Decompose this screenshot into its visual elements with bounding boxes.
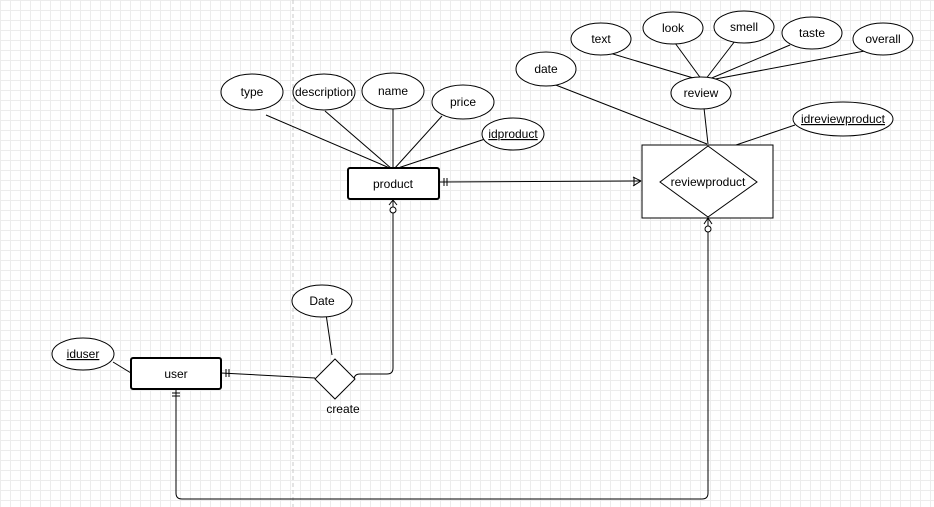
cardinality-markers	[172, 176, 713, 397]
attribute-idproduct[interactable]: idproduct	[481, 117, 545, 151]
svg-text:look: look	[662, 21, 685, 35]
date-attribute-link	[325, 313, 333, 356]
svg-text:smell: smell	[730, 20, 758, 34]
svg-text:date: date	[534, 62, 558, 76]
svg-text:user: user	[164, 367, 187, 381]
svg-text:price: price	[450, 95, 476, 109]
attribute-name[interactable]: name	[361, 72, 425, 110]
relationship-create-label: create	[326, 402, 360, 416]
user-reviewproduct-edge[interactable]	[175, 218, 709, 500]
svg-text:overall: overall	[865, 32, 900, 46]
entity-reviewproduct[interactable]: reviewproduct	[641, 144, 774, 219]
svg-text:idproduct: idproduct	[488, 127, 538, 141]
svg-text:description: description	[295, 85, 353, 99]
attribute-idreviewproduct[interactable]: idreviewproduct	[792, 101, 894, 137]
relationship-create[interactable]	[314, 358, 356, 400]
svg-text:review: review	[684, 86, 719, 100]
attribute-taste[interactable]: taste	[781, 16, 843, 50]
product-attribute-links	[265, 108, 486, 170]
attribute-Date[interactable]: Date	[291, 284, 353, 318]
svg-text:reviewproduct: reviewproduct	[671, 175, 746, 189]
attribute-look[interactable]: look	[642, 11, 704, 45]
user-create-edge[interactable]	[220, 372, 316, 379]
svg-text:name: name	[378, 84, 408, 98]
attribute-review[interactable]: review	[670, 76, 732, 110]
iduser-attribute-link	[112, 361, 132, 374]
svg-text:taste: taste	[799, 26, 825, 40]
svg-text:idreviewproduct: idreviewproduct	[801, 112, 886, 126]
attribute-description[interactable]: description	[292, 73, 356, 111]
product-reviewproduct-edge[interactable]	[439, 180, 642, 183]
entity-product[interactable]: product	[347, 167, 440, 200]
attribute-type[interactable]: type	[220, 73, 284, 111]
svg-text:iduser: iduser	[67, 347, 100, 361]
attribute-overall[interactable]: overall	[852, 22, 914, 56]
attribute-date[interactable]: date	[515, 51, 577, 87]
attribute-iduser[interactable]: iduser	[51, 337, 115, 371]
attribute-price[interactable]: price	[431, 84, 495, 120]
review-attribute-links	[602, 40, 871, 81]
svg-text:text: text	[591, 32, 611, 46]
product-create-edge[interactable]	[353, 200, 394, 381]
svg-text:product: product	[373, 177, 414, 191]
svg-text:Date: Date	[309, 294, 335, 308]
entity-user[interactable]: user	[130, 357, 222, 390]
attribute-smell[interactable]: smell	[713, 10, 775, 44]
reviewproduct-attribute-links	[547, 81, 796, 146]
attribute-text[interactable]: text	[570, 22, 632, 56]
svg-text:type: type	[241, 85, 264, 99]
